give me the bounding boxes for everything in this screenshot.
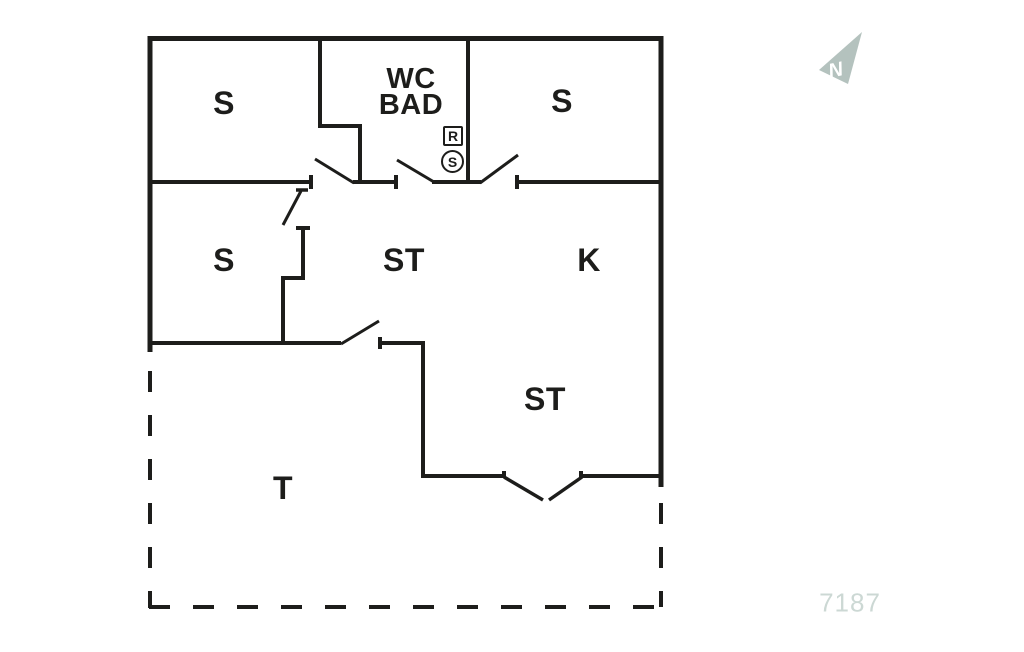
patio-door-leaf-right <box>547 475 584 502</box>
room-label-living-room: ST <box>524 381 566 418</box>
door-leaf-wc-bath <box>396 158 435 184</box>
room-label-bedroom-top-left: S <box>213 85 235 122</box>
door-leaf-bedroom-top-left <box>314 157 355 185</box>
room-label-hallway: ST <box>383 242 425 279</box>
door-leaf-hall-terrace <box>340 319 380 346</box>
room-label-terrace: T <box>272 470 294 507</box>
symbol-r-letter: R <box>447 128 459 144</box>
symbol-s-letter: S <box>447 153 458 170</box>
door-leaf-bedroom-top-right <box>479 153 519 185</box>
patio-door-leaf-left <box>503 475 544 502</box>
compass-north-arrow: N <box>819 32 862 84</box>
symbol-r-box: R <box>443 126 463 146</box>
room-label-wc-bath: WC BAD <box>378 63 444 121</box>
room-label-bedroom-top-right: S <box>551 83 573 120</box>
outer-walls <box>147 36 664 487</box>
wall-wc-left <box>318 36 362 184</box>
plan-number: 7187 <box>819 587 881 618</box>
compass-label: N <box>826 58 845 83</box>
north-arrow-icon <box>819 32 862 84</box>
room-label-bedroom-mid-left: S <box>213 242 235 279</box>
room-label-kitchen: K <box>577 242 601 279</box>
door-leaf-bedroom-mid-left <box>281 190 303 226</box>
symbol-s-circle: S <box>441 150 464 173</box>
wall-geometry <box>147 36 664 609</box>
